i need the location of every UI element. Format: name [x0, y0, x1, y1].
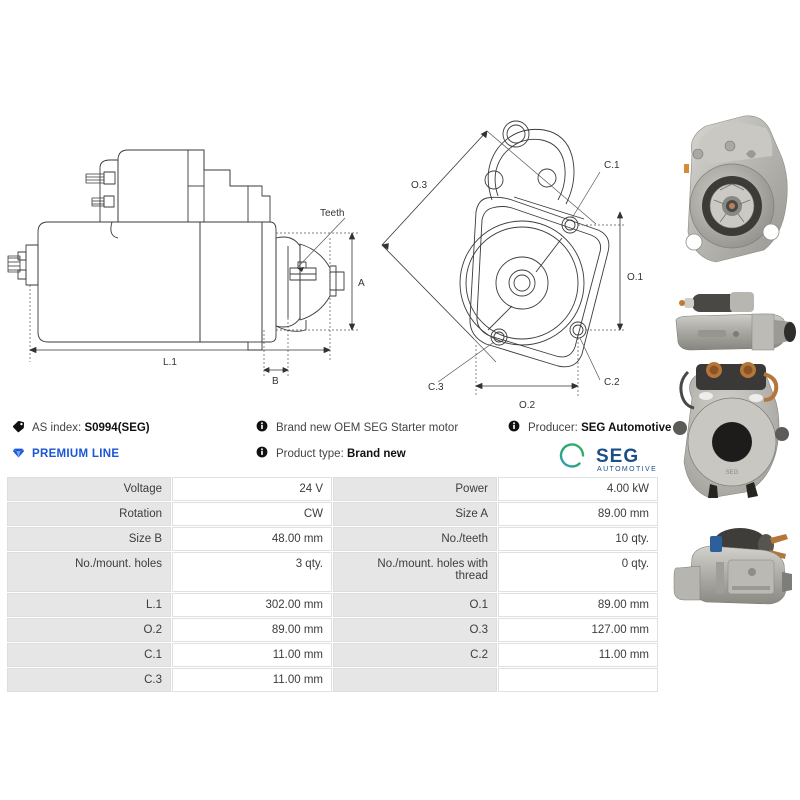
spec-value-cell: 11.00 mm [172, 643, 332, 667]
spec-value-cell: 10 qty. [498, 527, 658, 551]
producer-label: Producer: [528, 422, 578, 434]
spec-value-cell: 302.00 mm [172, 593, 332, 617]
spec-label-cell: C.2 [333, 643, 497, 667]
spec-value-cell: CW [172, 502, 332, 526]
spec-value-cell [498, 668, 658, 692]
spec-label-cell: Size A [333, 502, 497, 526]
info-icon [508, 420, 521, 435]
seg-automotive-logo: SEG AUTOMOTIVE [556, 443, 661, 475]
spec-value-cell: 127.00 mm [498, 618, 658, 642]
spec-value-cell: 89.00 mm [172, 618, 332, 642]
starter-motor-drive-end-photo[interactable]: SEG [670, 362, 800, 512]
product-type-line: Product type: Brand new [256, 446, 504, 472]
as-index-text: AS index: S0994(SEG) [32, 420, 150, 436]
seg-logo-tagline: AUTOMOTIVE [597, 466, 657, 473]
producer-line: Producer: SEG Automotive [508, 420, 678, 446]
info-column-middle: Brand new OEM SEG Starter motor Product … [256, 420, 504, 472]
label-b: B [272, 376, 279, 387]
diamond-icon [12, 446, 25, 461]
spec-value-cell: 3 qty. [172, 552, 332, 592]
label-c1: C.1 [604, 160, 620, 171]
spec-label-cell: No./mount. holes with thread [333, 552, 497, 592]
label-l1: L.1 [163, 357, 177, 368]
premium-line-label: PREMIUM LINE [32, 448, 120, 460]
spec-value-cell: 4.00 kW [498, 477, 658, 501]
spec-value-cell: 11.00 mm [172, 668, 332, 692]
product-type-label: Product type: [276, 448, 344, 460]
spec-label-cell: C.3 [7, 668, 171, 692]
spec-label-cell: Power [333, 477, 497, 501]
spec-value-cell: 48.00 mm [172, 527, 332, 551]
label-teeth: Teeth [320, 208, 344, 219]
spec-label-cell: Rotation [7, 502, 171, 526]
tag-icon [12, 420, 25, 435]
label-o3: O.3 [411, 180, 428, 191]
product-info-row: AS index: S0994(SEG) PREMIUM LINE [12, 420, 672, 472]
producer-text: Producer: SEG Automotive [528, 420, 671, 436]
starter-motor-angled-view-photo[interactable] [670, 516, 800, 616]
seg-logo-wordmark: SEG [596, 446, 639, 467]
spec-value-cell: 0 qty. [498, 552, 658, 592]
premium-line-row: PREMIUM LINE [12, 446, 248, 472]
as-index-label: AS index: [32, 422, 82, 434]
spec-label-cell: O.3 [333, 618, 497, 642]
info-icon [256, 446, 269, 461]
spec-label-cell: Size B [7, 527, 171, 551]
spec-label-cell: O.2 [7, 618, 171, 642]
product-type-value: Brand new [346, 448, 406, 460]
spec-label-cell: L.1 [7, 593, 171, 617]
info-column-right: Producer: SEG Automotive [508, 420, 678, 446]
svg-text:SEG: SEG [726, 470, 739, 476]
label-o2: O.2 [519, 400, 536, 410]
label-o1: O.1 [627, 272, 644, 283]
info-column-left: AS index: S0994(SEG) PREMIUM LINE [12, 420, 248, 472]
product-type-text: Product type: Brand new [276, 446, 406, 462]
spec-label-cell: C.1 [7, 643, 171, 667]
technical-drawings: Teeth A L.1 B O.3 C.1 O.1 C.3 O.2 C.2 [0, 0, 670, 410]
spec-label-cell: Voltage [7, 477, 171, 501]
spec-value-cell: 11.00 mm [498, 643, 658, 667]
spec-value-cell: 24 V [172, 477, 332, 501]
producer-value: SEG Automotive [581, 422, 672, 434]
product-photo-strip: SEG [670, 110, 800, 616]
starter-motor-front-view-photo[interactable] [670, 110, 800, 282]
as-index-line: AS index: S0994(SEG) [12, 420, 248, 446]
label-a: A [358, 278, 365, 289]
as-index-value: S0994(SEG) [84, 422, 150, 434]
label-c3: C.3 [428, 382, 444, 393]
description-line: Brand new OEM SEG Starter motor [256, 420, 504, 446]
starter-motor-side-view-photo[interactable] [670, 286, 800, 358]
spec-label-cell [333, 668, 497, 692]
label-c2: C.2 [604, 377, 620, 388]
spec-value-cell: 89.00 mm [498, 502, 658, 526]
spec-label-cell: No./teeth [333, 527, 497, 551]
description-text: Brand new OEM SEG Starter motor [276, 422, 459, 434]
spec-value-cell: 89.00 mm [498, 593, 658, 617]
spec-label-cell: No./mount. holes [7, 552, 171, 592]
info-icon [256, 420, 269, 435]
spec-label-cell: O.1 [333, 593, 497, 617]
